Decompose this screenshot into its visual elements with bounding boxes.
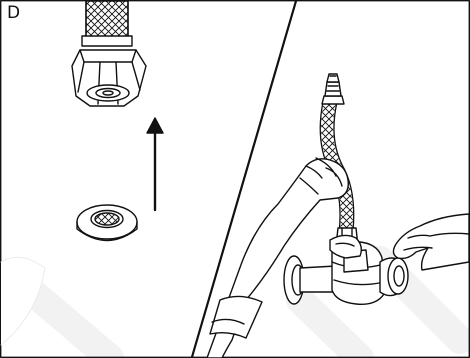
- hex-nut-icon: [72, 50, 146, 106]
- braided-hose-icon: [82, 1, 132, 46]
- arrow-up-icon: [147, 118, 163, 210]
- braided-hose-icon: [322, 74, 347, 232]
- filter-washer-icon: [77, 205, 137, 241]
